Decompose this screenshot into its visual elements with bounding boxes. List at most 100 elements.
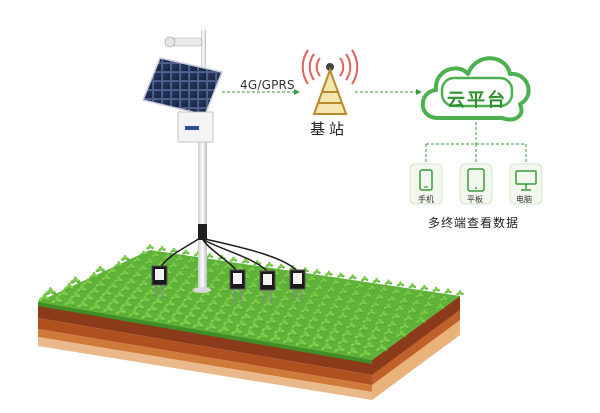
crop-plant bbox=[218, 324, 231, 334]
crop-plant bbox=[269, 333, 282, 343]
crop-plant bbox=[379, 336, 391, 344]
crop-plant bbox=[170, 292, 181, 301]
crop-plant bbox=[213, 292, 224, 300]
crop-plant bbox=[233, 303, 244, 311]
crop-plant bbox=[350, 314, 361, 322]
crop-plant bbox=[380, 286, 389, 293]
crop-plant bbox=[358, 299, 368, 306]
ground-block bbox=[38, 250, 460, 400]
crop-plant bbox=[172, 308, 184, 317]
grass-surface bbox=[38, 250, 460, 360]
crop-plant bbox=[358, 324, 369, 332]
crop-plant bbox=[428, 294, 437, 300]
crop-plant bbox=[356, 283, 365, 289]
crop-plant bbox=[70, 276, 81, 284]
device-label-computer: 电脑 bbox=[516, 195, 532, 204]
crop-plant bbox=[312, 308, 323, 316]
crop-plant bbox=[408, 282, 417, 289]
crop-plant bbox=[146, 304, 159, 313]
crop-plant bbox=[151, 252, 160, 258]
crop-plant bbox=[317, 301, 327, 308]
crop-plant bbox=[359, 349, 372, 358]
crop-plant bbox=[305, 299, 315, 306]
computer-icon bbox=[515, 170, 537, 191]
crop-plant bbox=[57, 289, 69, 298]
phone-icon bbox=[419, 169, 433, 191]
crop-plant bbox=[399, 297, 409, 304]
crop-plant bbox=[384, 279, 393, 285]
crop-plant bbox=[282, 336, 295, 345]
device-card-computer bbox=[509, 163, 543, 205]
crop-plant bbox=[126, 263, 136, 270]
crop-plant bbox=[313, 268, 321, 275]
crop-plant bbox=[95, 265, 105, 273]
crop-plant bbox=[345, 322, 357, 330]
crop-plant bbox=[368, 284, 377, 291]
crop-plant bbox=[205, 322, 218, 331]
link-label: 4G/GPRS bbox=[240, 78, 295, 92]
crop-plant bbox=[187, 257, 196, 264]
crop-plant bbox=[275, 302, 286, 310]
crop-plant bbox=[210, 315, 222, 324]
crop-plant bbox=[120, 284, 131, 292]
crop-plant bbox=[342, 305, 352, 312]
crop-plant bbox=[346, 347, 359, 356]
pole-shaft bbox=[198, 135, 207, 290]
crop-plant bbox=[114, 261, 124, 268]
soil-side-right-mid bbox=[372, 310, 460, 385]
crop-plant bbox=[277, 263, 285, 269]
crop-plant bbox=[248, 282, 258, 289]
crop-plant bbox=[215, 308, 227, 316]
crop-plant bbox=[322, 293, 332, 301]
crop-plant bbox=[411, 299, 421, 306]
crop-plant bbox=[247, 266, 256, 273]
crop-plant bbox=[182, 295, 194, 303]
crop-plant bbox=[399, 322, 410, 330]
crop-plant bbox=[95, 295, 108, 304]
cloud-label-frame bbox=[440, 76, 514, 108]
crop-plant bbox=[138, 265, 148, 272]
crop-plant bbox=[184, 311, 197, 320]
crop-plant bbox=[392, 288, 401, 295]
crop-plant bbox=[121, 300, 133, 309]
crop-plant bbox=[164, 299, 176, 308]
soil-sensors bbox=[151, 265, 306, 303]
link-arrows bbox=[222, 89, 422, 95]
crop-plant bbox=[126, 293, 138, 302]
crop-plant bbox=[341, 329, 353, 338]
crop-plant bbox=[175, 255, 184, 262]
crop-plant bbox=[440, 295, 449, 302]
crop-plant bbox=[332, 279, 340, 286]
base-station-label: 基站 bbox=[310, 120, 349, 138]
crop-plant bbox=[101, 274, 112, 281]
crop-plant bbox=[278, 279, 288, 286]
crop-plant bbox=[300, 306, 311, 314]
crop-plant bbox=[241, 258, 250, 264]
crop-plant bbox=[229, 256, 238, 262]
crop-plant bbox=[308, 340, 321, 349]
crop-plant bbox=[170, 247, 178, 253]
crop-plant bbox=[258, 307, 269, 315]
monitoring-pole bbox=[141, 30, 299, 293]
crop-plant bbox=[132, 286, 144, 295]
crop-plant bbox=[243, 289, 253, 296]
device-label-phone: 手机 bbox=[418, 195, 434, 204]
crop-plant bbox=[235, 319, 248, 328]
device-label-tablet: 平板 bbox=[467, 195, 483, 204]
crop-plant bbox=[192, 320, 205, 329]
crop-plant bbox=[240, 312, 252, 321]
control-box-label bbox=[185, 126, 199, 130]
crop-plant bbox=[366, 309, 377, 316]
crop-plant bbox=[181, 279, 192, 287]
crop-plant bbox=[280, 295, 290, 302]
caption: 多终端查看数据 bbox=[428, 216, 520, 230]
crop-plant bbox=[407, 307, 417, 314]
crop-plant bbox=[82, 278, 94, 286]
crop-plant bbox=[261, 324, 273, 333]
crop-plant bbox=[231, 327, 244, 336]
crop-plant bbox=[145, 258, 154, 265]
crop-plant bbox=[154, 313, 167, 323]
base-station-tower-icon bbox=[301, 49, 359, 115]
crop-plant bbox=[334, 295, 344, 303]
